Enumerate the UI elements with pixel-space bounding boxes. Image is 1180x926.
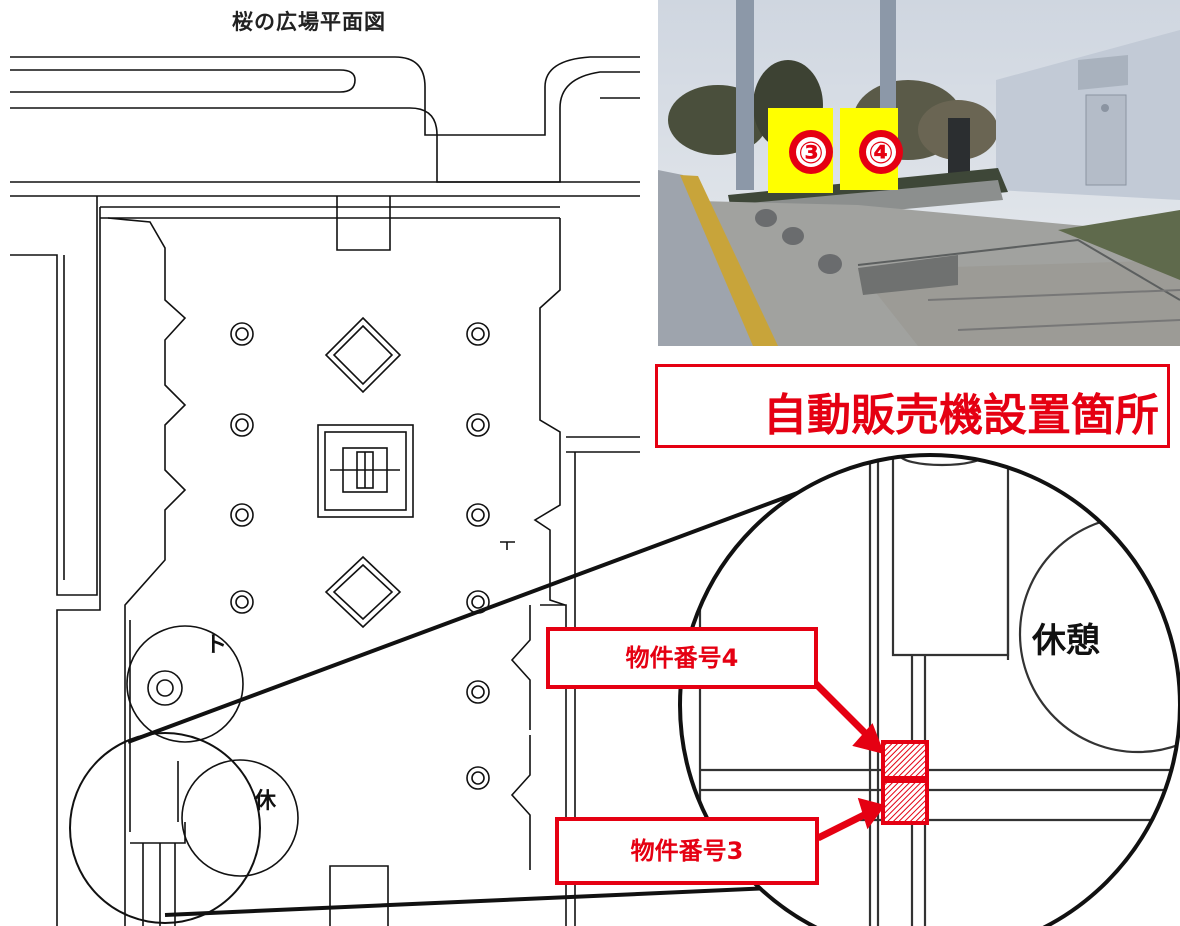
callout-item-3: 物件番号3 bbox=[555, 817, 819, 885]
map-title: 桜の広場平面図 bbox=[232, 10, 386, 34]
plan-label-kyu: 休 bbox=[253, 789, 277, 814]
zoom-label-rest: 休憩 bbox=[1031, 621, 1100, 661]
arrow-item-4 bbox=[809, 677, 873, 741]
marker-item-3 bbox=[881, 779, 929, 825]
heading-title: 自動販売機設置箇所 bbox=[763, 390, 1159, 441]
heading-box: 自動販売機設置箇所 bbox=[655, 364, 1170, 448]
marker-item-4 bbox=[881, 740, 929, 780]
photo-sign-4: ④ bbox=[868, 136, 893, 171]
photo-sign-3: ③ bbox=[798, 136, 823, 171]
callout-item-4: 物件番号4 bbox=[546, 627, 818, 689]
plan-label-to: ト bbox=[205, 633, 227, 658]
arrow-item-3 bbox=[816, 808, 872, 842]
site-photo: ③ ④ bbox=[658, 0, 1180, 346]
